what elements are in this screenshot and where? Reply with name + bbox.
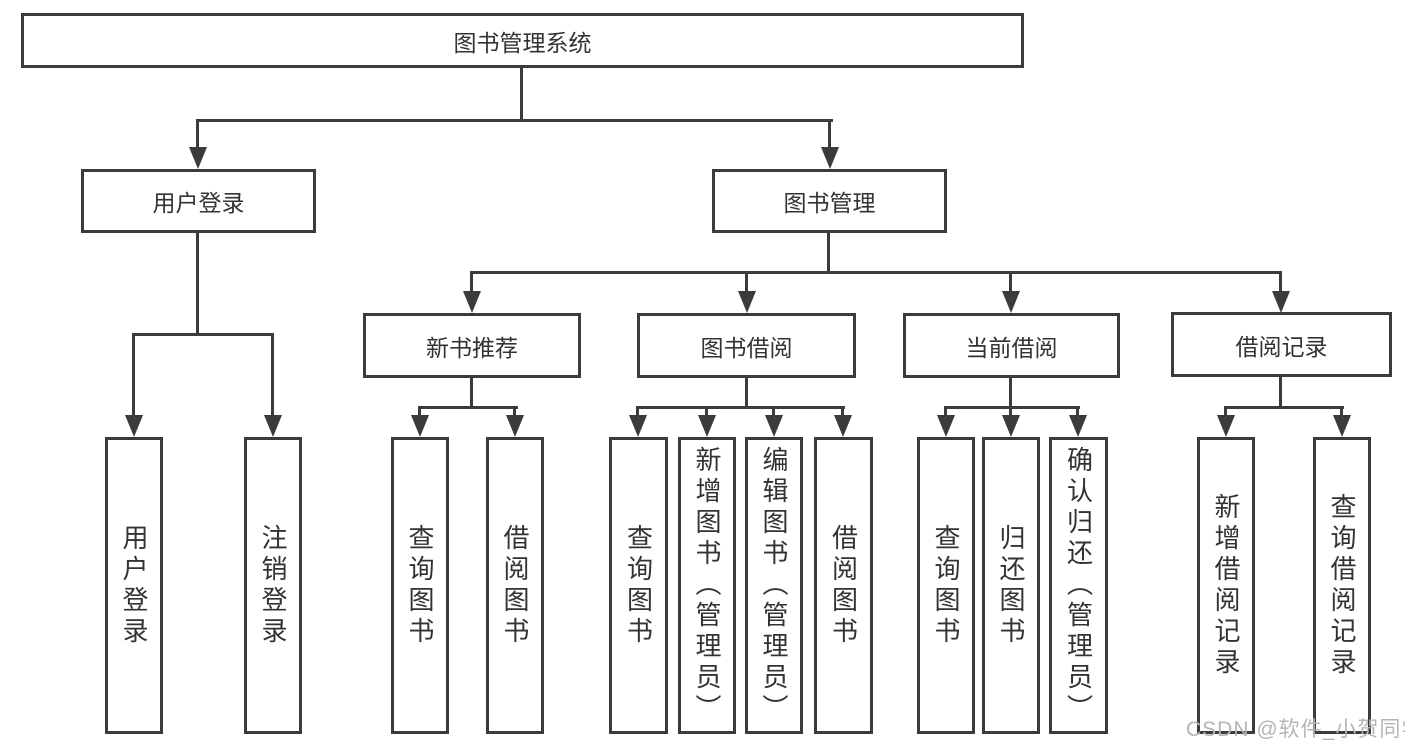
connector-line [1340,406,1343,418]
connector-arrowhead [821,147,839,169]
connector-line [636,406,845,409]
connector-line [132,333,274,336]
leaf-borrow-borrow-book: 借阅图书 [814,437,873,734]
connector-line [745,271,748,293]
connector-line [1279,377,1282,409]
connector-arrowhead [1333,415,1351,437]
connector-line [271,333,274,417]
connector-line [1224,406,1227,418]
connector-arrowhead [189,147,207,169]
leaf-user-login: 用户登录 [105,437,163,734]
connector-line [841,406,844,418]
leaf-recommend-borrow-book: 借阅图书 [486,437,544,734]
connector-line [636,406,639,418]
csdn-watermark: CSDN @软件_小贺同学 [1186,718,1405,741]
connector-arrowhead [506,415,524,437]
leaf-logout: 注销登录 [244,437,302,734]
leaf-borrow-add-book-admin: 新增图书（管理员） [678,437,736,734]
connector-line [705,406,708,418]
connector-arrowhead [125,415,143,437]
node-book-borrow: 图书借阅 [637,313,856,378]
connector-arrowhead [738,291,756,313]
connector-line [470,378,473,409]
connector-arrowhead [1069,415,1087,437]
connector-arrowhead [1272,291,1290,313]
connector-line [520,68,523,122]
connector-arrowhead [937,415,955,437]
connector-line [1009,271,1012,293]
connector-arrowhead [698,415,716,437]
connector-line [419,406,518,409]
connector-arrowhead [629,415,647,437]
connector-arrowhead [264,415,282,437]
connector-line [196,233,199,336]
connector-arrowhead [463,291,481,313]
leaf-current-query-book: 查询图书 [917,437,975,734]
leaf-borrow-query-book: 查询图书 [609,437,668,734]
connector-line [196,119,199,151]
connector-line [1279,271,1282,293]
leaf-current-confirm-return-admin: 确认归还（管理员） [1049,437,1108,734]
leaf-borrow-edit-book-admin: 编辑图书（管理员） [745,437,803,734]
node-borrow-record: 借阅记录 [1171,312,1392,377]
leaf-recommend-query-book: 查询图书 [391,437,449,734]
connector-arrowhead [765,415,783,437]
connector-arrowhead [1002,415,1020,437]
connector-line [745,378,748,409]
node-user-login: 用户登录 [81,169,316,233]
connector-line [772,406,775,418]
connector-line [1076,406,1079,418]
connector-line [470,271,473,293]
connector-line [827,233,830,274]
node-book-management: 图书管理 [712,169,947,233]
connector-arrowhead [834,415,852,437]
connector-line [944,406,1080,409]
connector-line [1224,406,1344,409]
connector-line [418,406,421,418]
connector-line [470,271,1282,274]
node-current-borrow: 当前借阅 [903,313,1120,378]
connector-line [828,119,831,151]
connector-line [944,406,947,418]
node-root: 图书管理系统 [21,13,1024,68]
connector-arrowhead [1217,415,1235,437]
leaf-record-add: 新增借阅记录 [1197,437,1255,734]
connector-line [1009,406,1012,418]
connector-arrowhead [1002,291,1020,313]
leaf-record-query: 查询借阅记录 [1313,437,1371,734]
connector-line [197,119,833,122]
leaf-current-return-book: 归还图书 [982,437,1040,734]
connector-line [132,333,135,417]
connector-line [1009,378,1012,409]
node-new-book-recommend: 新书推荐 [363,313,581,378]
connector-arrowhead [411,415,429,437]
connector-line [513,406,516,418]
